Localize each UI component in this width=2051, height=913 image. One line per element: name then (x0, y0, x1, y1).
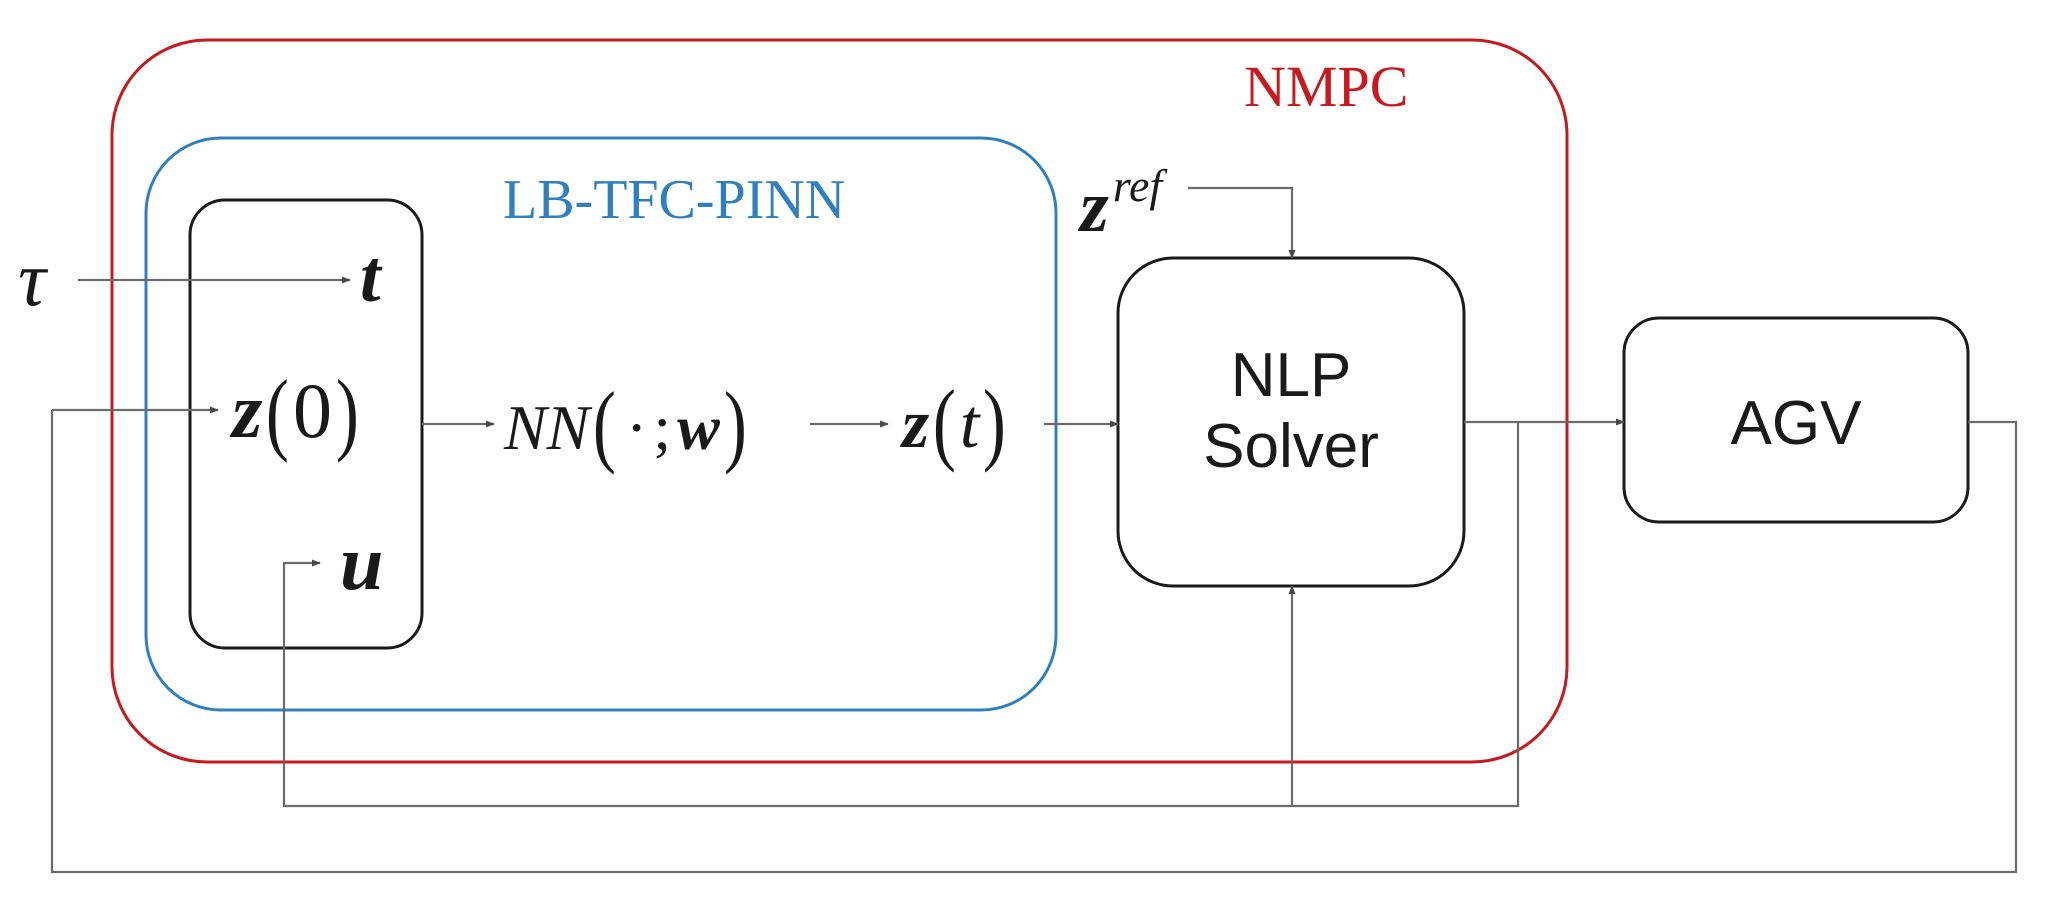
nlp-solver-line1: NLP (1230, 341, 1352, 410)
nlp-solver-line2: Solver (1203, 412, 1379, 482)
nn-name: NN (504, 392, 590, 463)
zt-paren-close: ) (983, 371, 1007, 473)
zt-paren-open: ( (933, 371, 957, 473)
zt-arg: t (959, 386, 980, 463)
nn-paren-open: ( (593, 373, 617, 475)
agv-label: AGV (1730, 389, 1862, 458)
z0-paren-close: ) (335, 361, 359, 463)
wire-zref-to-solver (1188, 186, 1296, 259)
z0-symbol: z (232, 367, 263, 454)
z0-paren-open: ( (266, 361, 290, 463)
zt-symbol: z (902, 386, 930, 463)
nn-weight: w (677, 392, 720, 463)
nn-paren-close: ) (723, 373, 747, 475)
zref-symbol: z (1080, 166, 1109, 248)
z0-arg: 0 (293, 367, 332, 454)
nlp-solver-label: NLP Solver (1118, 340, 1464, 483)
wire-solver-output-to-u (282, 422, 1520, 808)
nn-separator: ; (653, 392, 672, 463)
z0-expression: z(0) (232, 366, 363, 458)
pinn-label: LB-TFC-PINN (503, 169, 846, 231)
zref-superscript: ref (1112, 160, 1163, 211)
u-input-symbol: u (340, 519, 384, 606)
zt-expression: z(t) (902, 376, 1010, 468)
tau-symbol: τ (18, 235, 46, 322)
nn-expression: NN(·;w) (504, 378, 750, 470)
nmpc-label: NMPC (1244, 54, 1409, 119)
wire-agv-feedback (50, 410, 2018, 874)
zref-expression: zref (1080, 163, 1162, 245)
nn-dot: · (626, 392, 648, 463)
t-input-symbol: t (360, 236, 381, 318)
nmpc-boundary (110, 38, 1569, 764)
